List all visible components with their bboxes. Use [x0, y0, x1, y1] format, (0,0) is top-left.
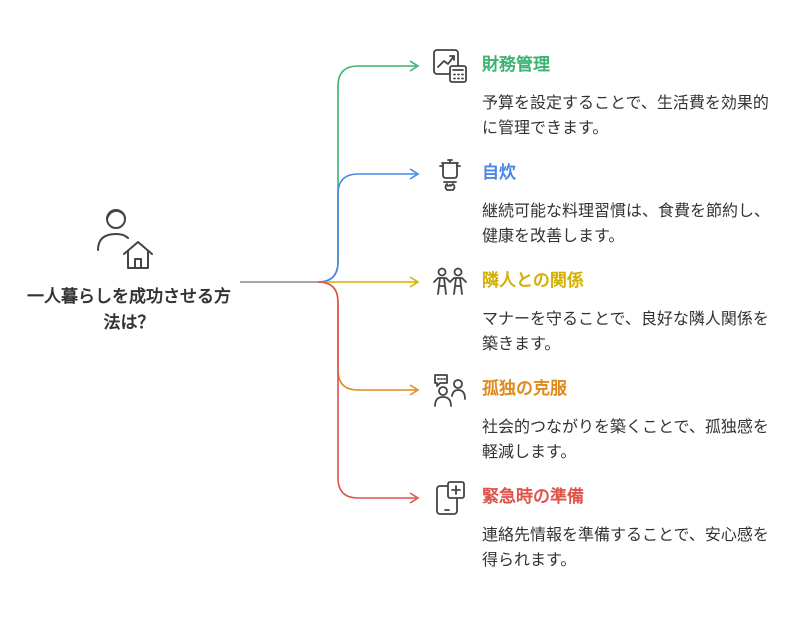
arrowhead-neighbors — [409, 276, 420, 288]
node-description: 連絡先情報を準備することで、安心感を得られます。 — [482, 525, 769, 569]
node-title: 隣人との関係 — [482, 271, 584, 291]
node-title: 孤独の克服 — [482, 379, 567, 399]
node-description: 予算を設定することで、生活費を効果的に管理できます。 — [482, 93, 769, 137]
node-title: 自炊 — [482, 163, 516, 183]
arrowhead-finance — [409, 60, 420, 72]
node-description: マナーを守ることで、良好な隣人関係を築きます。 — [482, 309, 769, 353]
node-description: 継続可能な料理習慣は、食費を節約し、健康を改善します。 — [482, 201, 771, 245]
arrowhead-cooking — [409, 168, 420, 180]
people-chat-icon — [434, 374, 466, 407]
root-question: 一人暮らしを成功させる方法は？ — [27, 287, 231, 333]
arrowhead-loneliness — [409, 384, 420, 396]
connector-cooking — [317, 173, 416, 283]
arrowhead-emergency — [409, 492, 420, 504]
connector-emergency — [317, 281, 416, 499]
connector-loneliness — [317, 281, 416, 391]
node-title: 緊急時の準備 — [482, 487, 584, 507]
cooking-pot-icon — [439, 159, 461, 191]
chart-calculator-icon — [433, 49, 467, 83]
neighbors-icon — [433, 267, 467, 295]
node-description: 社会的つながりを築くことで、孤独感を軽減します。 — [482, 417, 769, 461]
person-house-icon — [97, 209, 153, 269]
node-title: 財務管理 — [482, 55, 550, 75]
phone-medical-icon — [436, 481, 465, 515]
